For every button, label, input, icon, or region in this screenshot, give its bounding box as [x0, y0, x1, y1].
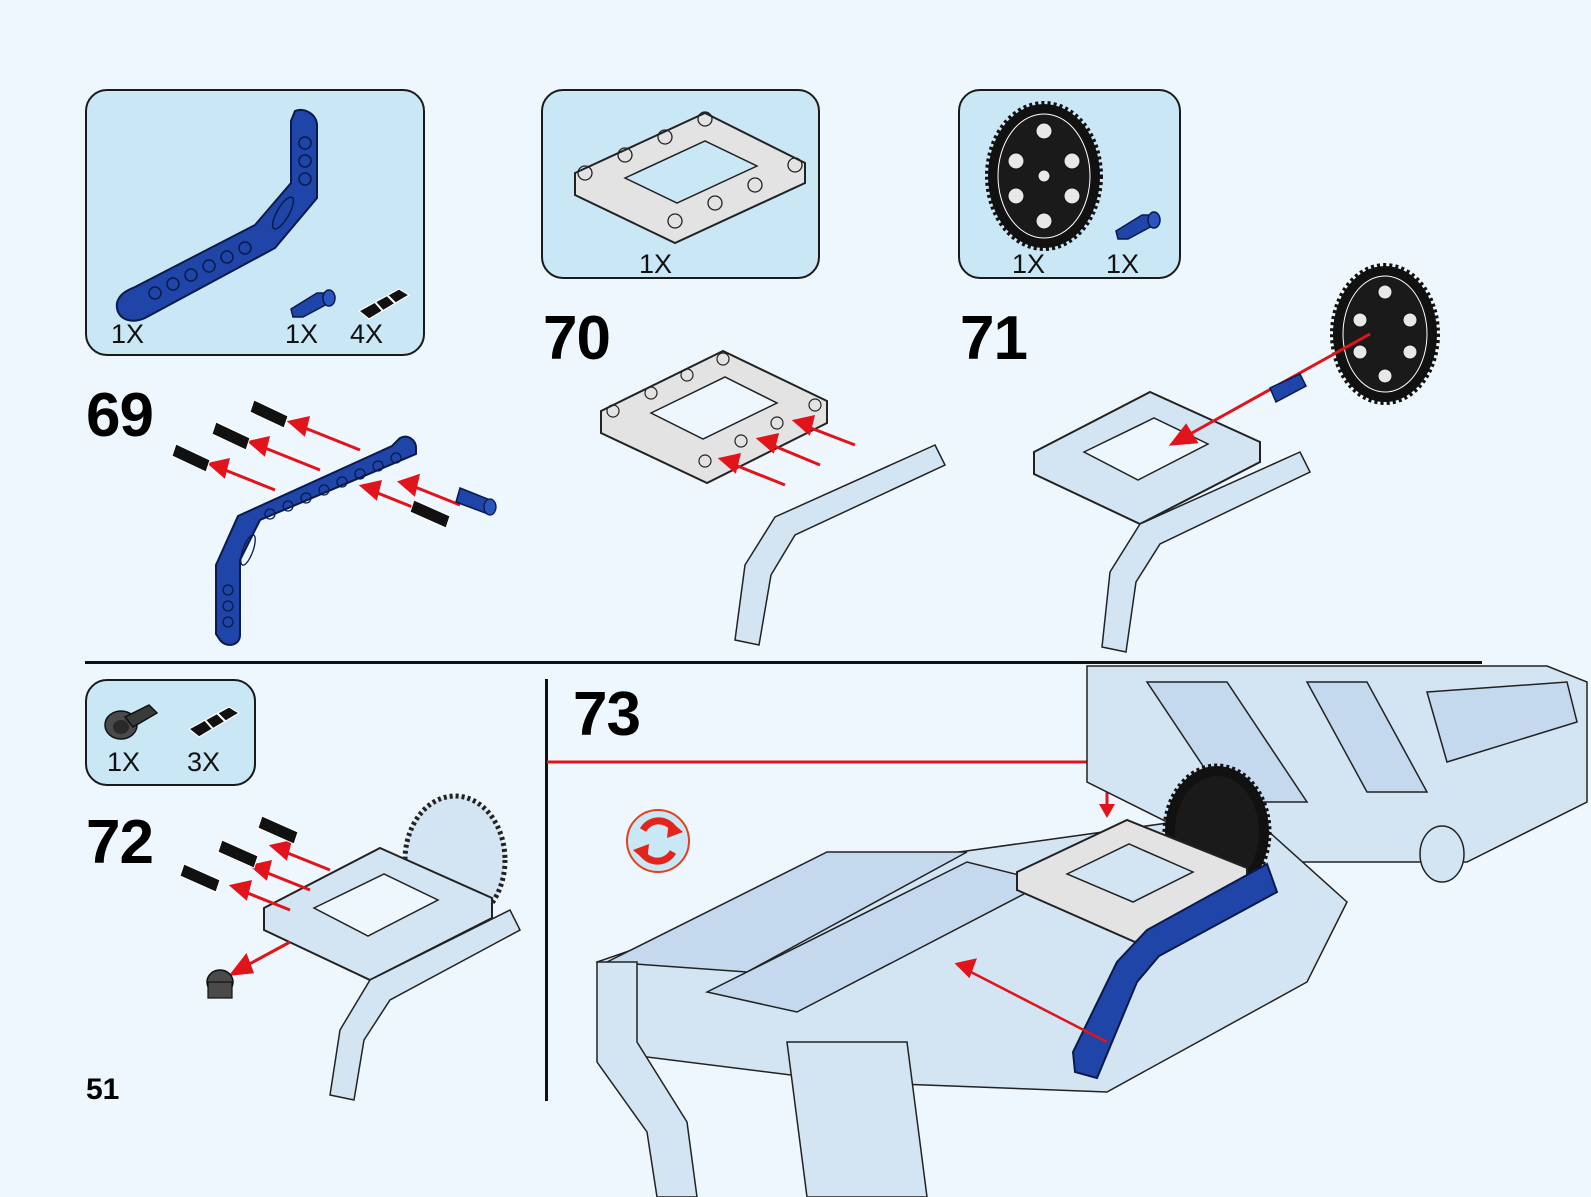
light-gray-open-frame-icon: [574, 111, 806, 245]
part-quantity: 1X: [107, 747, 141, 777]
step-69-assembly-illustration: [171, 399, 497, 646]
step-71-assembly-illustration: [1033, 263, 1440, 653]
page-number: 51: [86, 1073, 120, 1106]
black-40-tooth-gear-icon: [985, 101, 1103, 251]
horizontal-divider: [85, 661, 1482, 664]
step-72-assembly-illustration: [179, 793, 521, 1101]
blue-axle-pin-icon: [1115, 211, 1161, 240]
step-70-parts-callout: 1X: [541, 89, 820, 279]
step-number: 69: [86, 381, 154, 450]
step-number: 72: [86, 808, 154, 877]
part-quantity: 1X: [639, 249, 673, 279]
step-number: 70: [543, 304, 611, 373]
step-71-parts-callout: 1X 1X: [958, 89, 1181, 279]
step-number: 71: [960, 304, 1028, 373]
dark-gray-pin-connector-icon: [104, 704, 159, 740]
black-friction-pin-icon: [357, 288, 411, 320]
part-quantity: 3X: [187, 747, 221, 777]
step-69-parts-callout: 1X 1X 4X: [85, 89, 425, 356]
step-70-assembly-illustration: [600, 349, 947, 646]
step-73-chassis-assembly-illustration: [547, 665, 1588, 1197]
step-72-parts-callout: 1X 3X: [85, 679, 256, 786]
part-quantity: 1X: [285, 319, 319, 349]
black-friction-pin-icon: [187, 706, 241, 738]
part-quantity: 4X: [350, 319, 384, 349]
vertical-divider: [545, 679, 548, 1101]
part-quantity: 1X: [1012, 249, 1046, 279]
step-number: 73: [573, 680, 641, 749]
blue-axle-pin-icon: [290, 289, 336, 318]
part-quantity: 1X: [1106, 249, 1140, 279]
blue-bent-liftarm-icon: [115, 109, 318, 322]
part-quantity: 1X: [111, 319, 145, 349]
rotate-model-icon: [626, 809, 690, 873]
